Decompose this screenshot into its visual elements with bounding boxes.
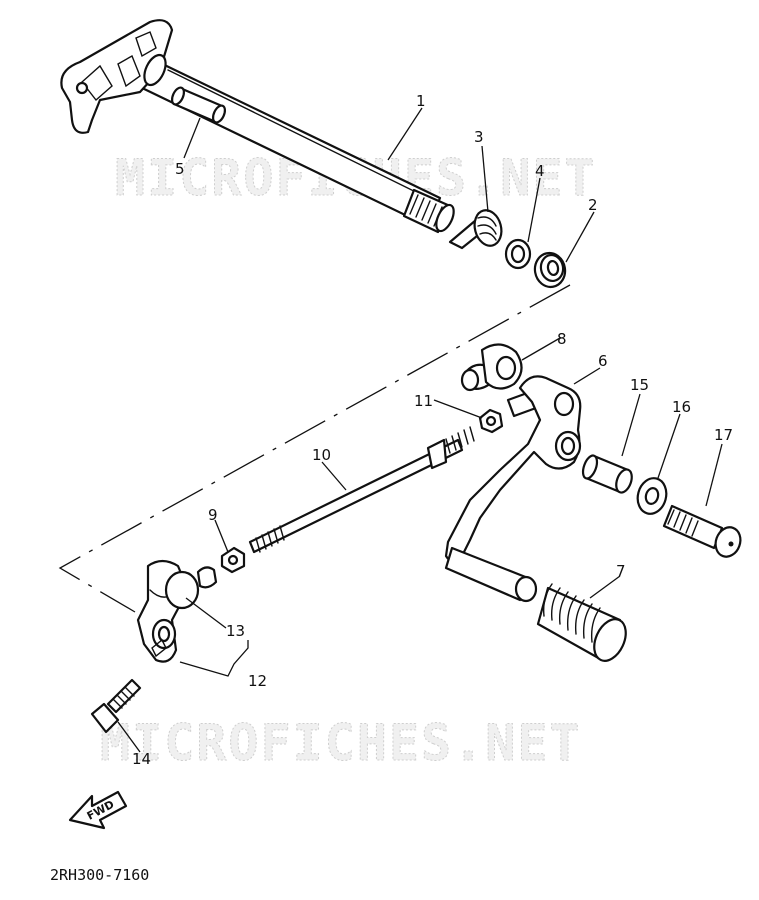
circlip (504, 238, 532, 270)
callout-numbers: 1 2 3 4 5 6 7 8 9 10 11 12 13 14 15 16 1… (132, 92, 733, 768)
arm-bolt (90, 678, 142, 734)
rod-end-joint (460, 343, 523, 392)
callout-11: 11 (414, 392, 433, 410)
oil-seal (533, 251, 567, 289)
reference-line (58, 284, 571, 613)
collar (581, 454, 633, 494)
shift-rod (248, 426, 475, 554)
callout-17: 17 (714, 426, 733, 444)
callout-12: 12 (248, 672, 267, 690)
watermark-bottom: MICROFICHES.NET (100, 714, 582, 772)
callout-10: 10 (312, 446, 331, 464)
callout-1: 1 (416, 92, 426, 110)
callout-6: 6 (598, 352, 608, 370)
forward-arrow-icon: FWD (68, 790, 128, 830)
nut-small (478, 408, 504, 434)
callout-4: 4 (535, 162, 545, 180)
callout-7: 7 (616, 562, 626, 580)
footpeg-shaft (444, 546, 538, 603)
callout-8: 8 (557, 330, 567, 348)
callout-9: 9 (208, 506, 218, 524)
torsion-spring (448, 209, 503, 250)
rod-nut (220, 546, 246, 574)
diagram-code: 2RH300-7160 (50, 866, 149, 884)
leader-lines (117, 107, 723, 753)
callout-3: 3 (474, 128, 484, 146)
shift-pedal-rubber (536, 583, 627, 662)
callout-13: 13 (226, 622, 245, 640)
callout-16: 16 (672, 398, 691, 416)
shift-shaft (60, 19, 455, 234)
callout-15: 15 (630, 376, 649, 394)
dowel-pin (170, 86, 227, 124)
ball-joint (164, 566, 218, 610)
pedal-bolt (662, 504, 742, 558)
washer (636, 477, 668, 515)
callout-2: 2 (588, 196, 598, 214)
callout-5: 5 (175, 160, 185, 178)
shift-pedal-arm (444, 375, 582, 563)
callout-14: 14 (132, 750, 151, 768)
